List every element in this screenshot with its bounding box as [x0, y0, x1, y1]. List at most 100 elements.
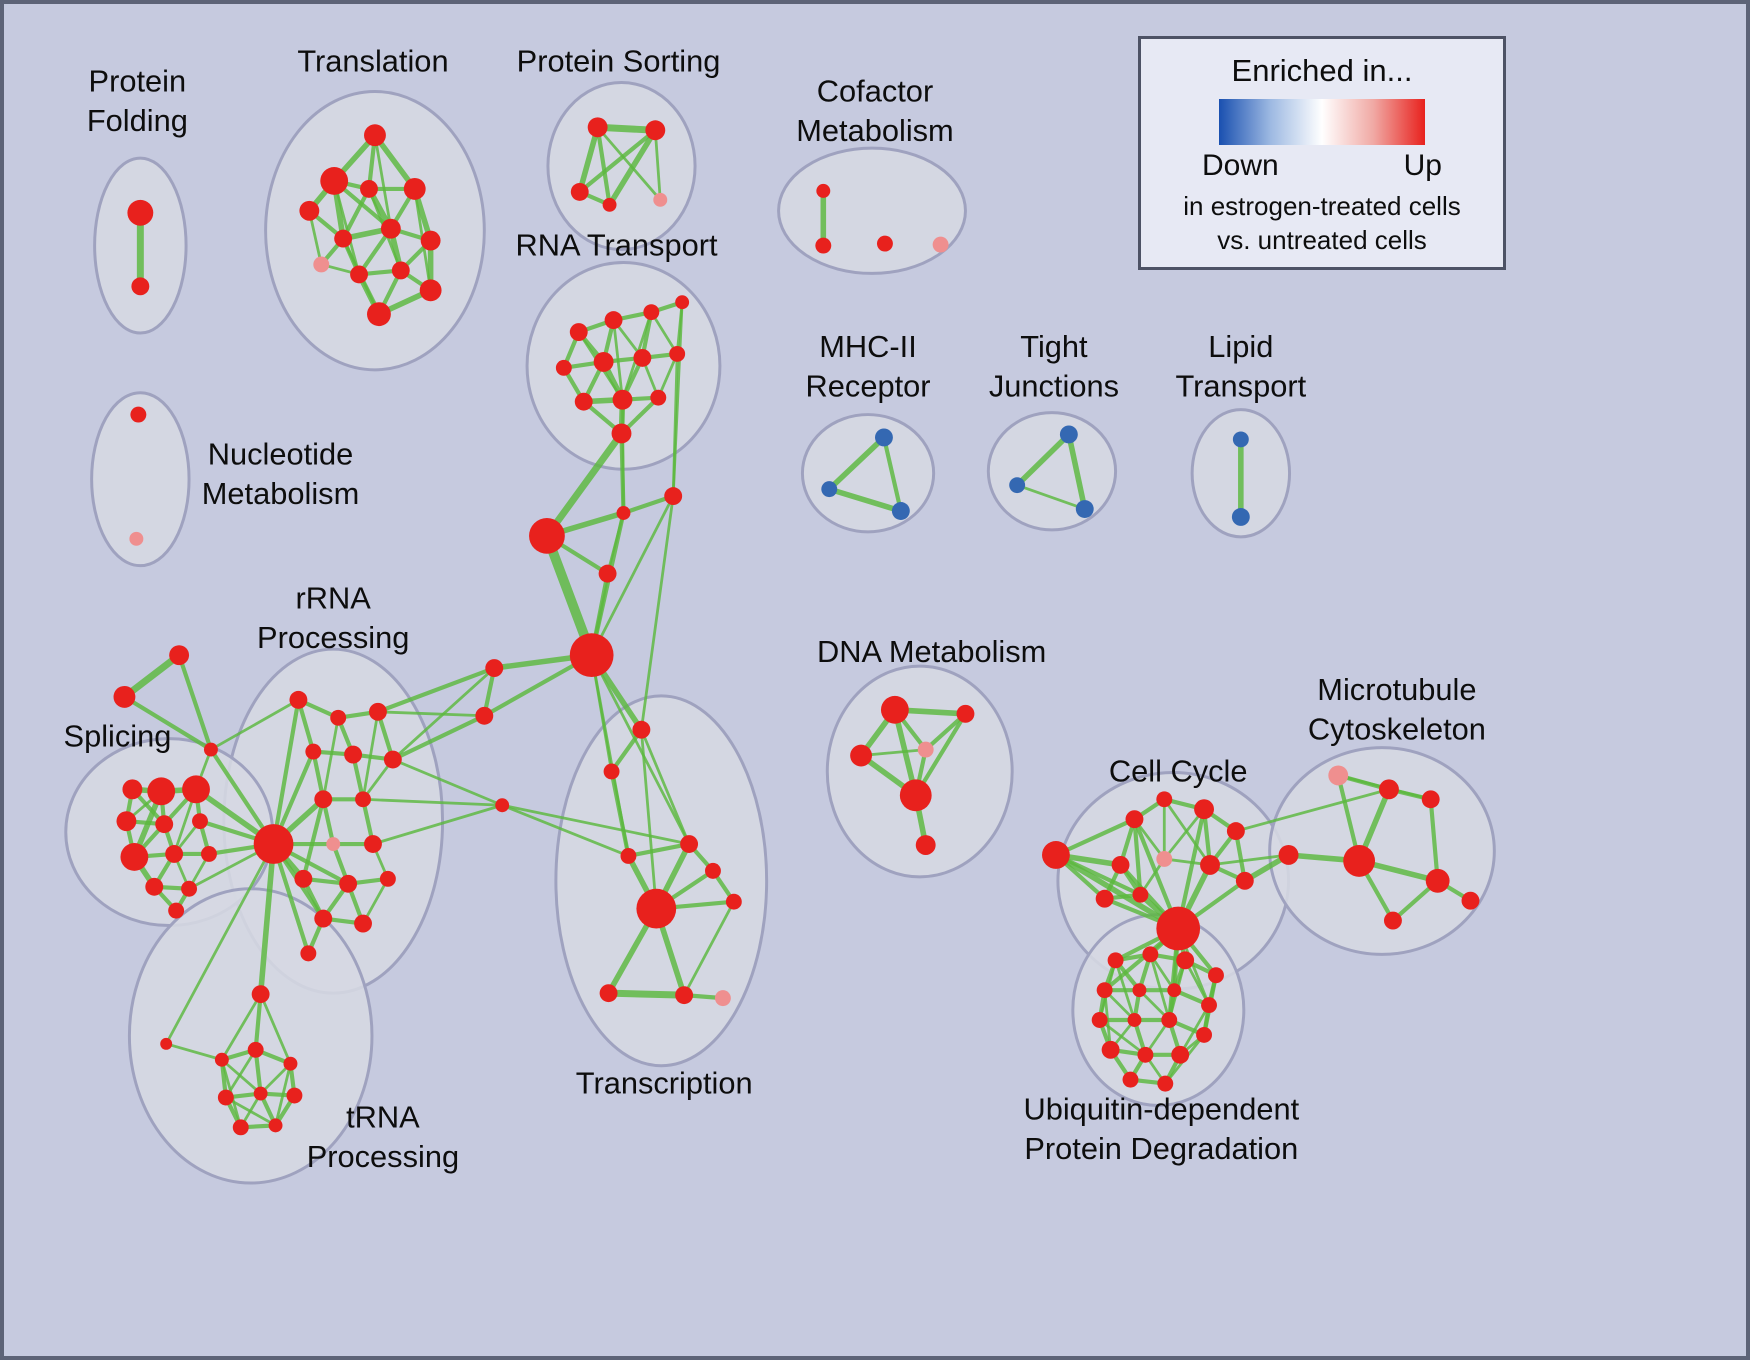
network-node-110: [899, 779, 932, 812]
network-edge: [361, 797, 504, 807]
network-edge: [259, 1062, 292, 1095]
network-node-47: [664, 487, 683, 506]
network-edge: [639, 494, 675, 732]
network-edge: [619, 431, 626, 516]
network-edge: [1162, 807, 1206, 861]
network-node-6: [403, 177, 426, 200]
network-node-99: [247, 1041, 264, 1058]
network-node-115: [1194, 799, 1214, 820]
network-node-130: [1461, 891, 1480, 910]
network-node-106: [880, 695, 909, 724]
network-edge: [639, 728, 658, 911]
network-node-89: [192, 813, 208, 830]
network-edge: [257, 841, 277, 997]
network-edge: [605, 989, 688, 999]
cluster-ellipse-nucleotide-metabolism: [90, 391, 191, 568]
network-node-52: [475, 706, 494, 725]
network-node-126: [1421, 790, 1440, 809]
network-node-8: [380, 218, 401, 239]
network-node-73: [326, 837, 341, 851]
network-node-71: [314, 790, 333, 809]
network-node-127: [1278, 845, 1299, 865]
network-node-94: [181, 880, 198, 897]
network-edge: [682, 900, 736, 997]
legend-gradient-bar: [1219, 99, 1425, 145]
cluster-label-rna-transport: RNA Transport: [516, 228, 718, 263]
network-edge: [373, 133, 393, 231]
network-node-95: [168, 902, 185, 919]
network-node-119: [1200, 854, 1220, 875]
network-edge: [500, 803, 691, 846]
network-node-96: [251, 985, 270, 1004]
network-node-72: [355, 791, 371, 808]
network-node-97: [160, 1037, 173, 1050]
network-edge: [1208, 853, 1290, 867]
network-edge: [826, 486, 904, 514]
cluster-label-splicing: Splicing: [64, 719, 172, 754]
network-node-112: [1042, 841, 1070, 869]
network-edge: [590, 494, 675, 657]
network-node-120: [1235, 871, 1254, 890]
network-node-102: [253, 1086, 268, 1101]
network-node-111: [915, 835, 936, 855]
legend-caption-line2: vs. untreated cells: [1217, 225, 1427, 256]
network-node-82: [113, 685, 136, 708]
network-node-48: [529, 517, 565, 554]
cluster-ellipse-cofactor-metabolism: [777, 146, 967, 275]
network-node-13: [419, 279, 442, 302]
network-node-12: [391, 261, 410, 280]
network-node-49: [598, 564, 617, 583]
network-node-117: [1156, 850, 1173, 867]
network-edge: [1053, 817, 1137, 858]
network-node-15: [587, 117, 608, 138]
network-node-25: [604, 311, 623, 330]
cluster-ellipse-protein-sorting: [546, 81, 697, 252]
network-node-69: [383, 750, 402, 769]
network-node-59: [636, 888, 677, 929]
network-node-34: [650, 389, 667, 406]
network-node-86: [182, 775, 210, 804]
network-edge: [120, 651, 183, 701]
network-edge: [1053, 852, 1181, 932]
network-node-108: [850, 744, 873, 767]
network-node-74: [364, 835, 382, 853]
network-node-134: [1176, 951, 1195, 970]
network-node-0: [127, 199, 154, 226]
network-edge: [1428, 797, 1440, 883]
network-node-70: [253, 824, 294, 864]
network-node-87: [116, 811, 137, 832]
network-node-60: [725, 893, 742, 910]
network-edge: [220, 992, 263, 1062]
network-node-118: [1111, 855, 1130, 874]
legend-title: Enriched in...: [1231, 53, 1413, 88]
network-node-2: [364, 124, 386, 147]
network-node-36: [130, 406, 147, 423]
network-edge: [596, 125, 662, 202]
network-node-54: [632, 720, 651, 739]
network-edge: [1015, 483, 1087, 511]
network-node-113: [1125, 810, 1144, 829]
network-node-45: [1231, 508, 1250, 526]
network-node-75: [294, 869, 313, 888]
network-edge: [177, 653, 214, 752]
network-edge: [271, 697, 301, 847]
network-node-56: [680, 835, 699, 853]
network-node-122: [1132, 886, 1149, 903]
network-node-133: [1142, 946, 1159, 963]
network-node-98: [214, 1052, 229, 1067]
network-node-105: [268, 1118, 283, 1133]
network-node-35: [611, 423, 632, 444]
network-node-65: [330, 709, 347, 726]
network-node-9: [420, 230, 441, 251]
network-edge: [639, 728, 691, 846]
network-node-22: [876, 235, 893, 252]
network-edge: [224, 1048, 258, 1099]
network-node-58: [705, 862, 721, 879]
network-node-29: [593, 351, 614, 372]
network-edge: [390, 713, 487, 762]
network-node-18: [602, 197, 617, 212]
